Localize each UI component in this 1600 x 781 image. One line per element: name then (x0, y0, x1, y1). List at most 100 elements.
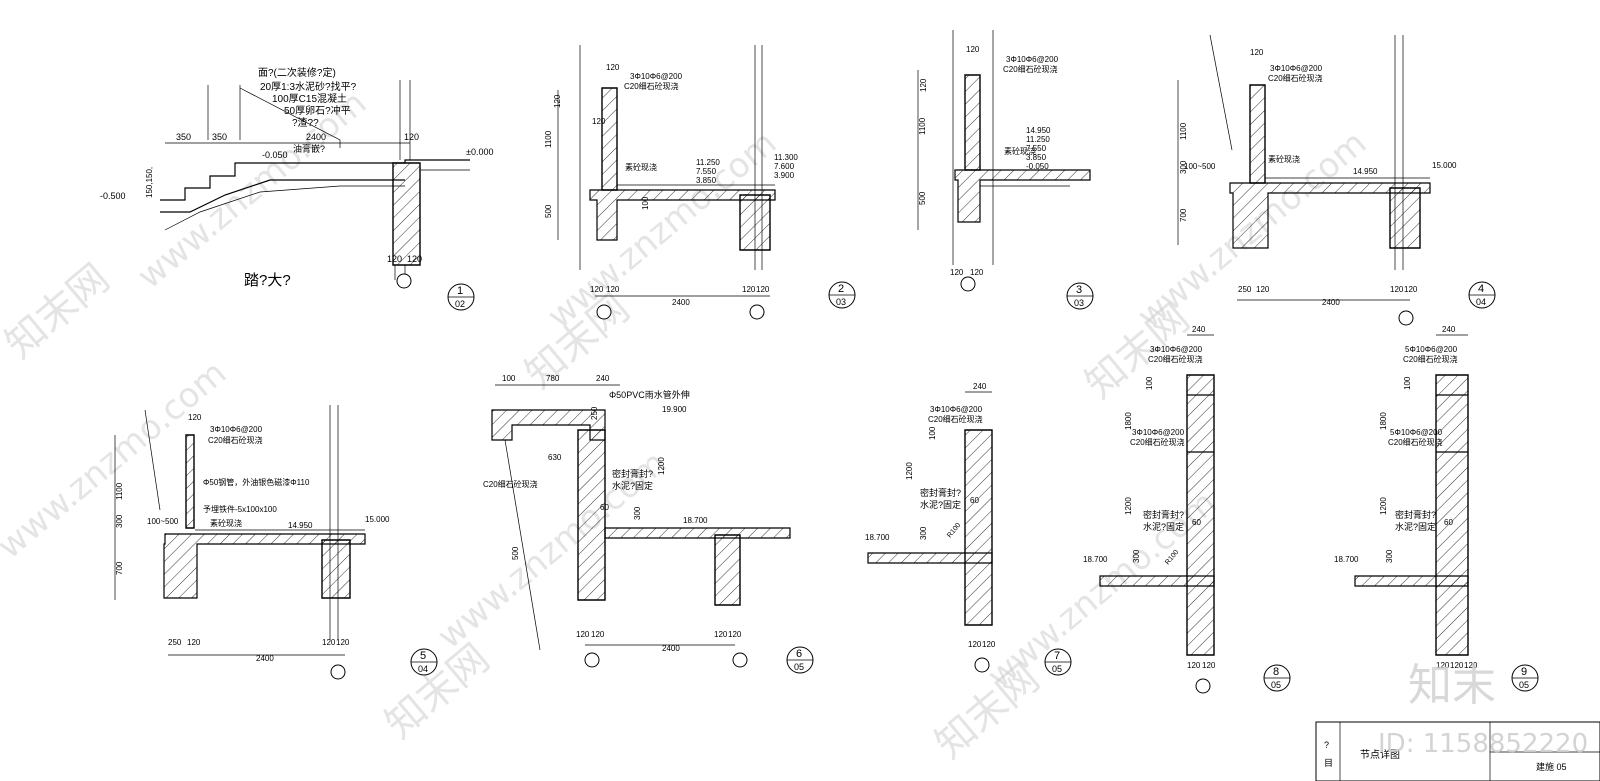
d2-index-num: 2 (838, 283, 844, 295)
d9-bottom-3: 120 (1464, 661, 1478, 670)
d8-concrete-b: C20细石砼现浇 (1130, 437, 1185, 447)
d1-note-2: 20厚1:3水泥砂?找平? (260, 80, 357, 93)
d7-seal-2: 水泥?固定 (920, 499, 961, 510)
d5-embed: 予埋铁件-5x100x100 (203, 504, 277, 514)
d3-concrete: C20细石砼现浇 (1003, 64, 1058, 74)
d7-index-sheet: 05 (1052, 664, 1062, 674)
detail-8-parapet: 240 3Φ10Φ6@200 C20细石砼现浇 100 1800 3Φ10Φ6@… (1083, 325, 1291, 694)
d8-dim-300: 300 (1132, 549, 1141, 563)
brand-id: ID: 1158852220 (1378, 729, 1588, 759)
detail-2-parapet: 120 3Φ10Φ6@200 C20细石砼现浇 1100 500 120 120… (544, 45, 856, 320)
d1-elev-a: -0.050 (262, 150, 288, 160)
d2-bottom-3: 120 (742, 285, 756, 294)
d6-dim-630: 630 (548, 453, 562, 462)
title-sheet: 建施 05 (1536, 761, 1567, 772)
d4-dim-300: 300 (1179, 160, 1188, 174)
d8-elev: 18.700 (1083, 555, 1108, 564)
d2-elev-a-1: 11.250 (696, 158, 720, 167)
d9-concrete-a: C20细石砼现浇 (1403, 354, 1458, 364)
brand-logo: 知末 (1408, 660, 1496, 711)
d3-rebar: 3Φ10Φ6@200 (1006, 55, 1059, 64)
d5-elev-b: 15.000 (365, 515, 390, 524)
d3-bottom-1: 120 (950, 268, 964, 277)
d3-dim-120b: 120 (919, 78, 928, 92)
d2-label-plain: 素砼现浇 (625, 162, 657, 172)
d5-dim-300: 300 (115, 514, 124, 528)
d2-elev-b-3: 3.900 (774, 171, 795, 180)
title-mark-a: ? (1324, 740, 1329, 750)
d8-concrete-a: C20细石砼现浇 (1148, 354, 1203, 364)
watermark-layer: www.znzmo.com www.znzmo.com www.znzmo.co… (0, 83, 1374, 768)
d8-dim-1800: 1800 (1124, 412, 1133, 430)
d1-note-4: 50厚卵石?冲平 (284, 104, 351, 117)
d7-r100: R100 (946, 522, 962, 539)
detail-6-gutter: 100 780 240 Φ50PVC雨水管外伸 19.900 250 630 C… (483, 374, 814, 674)
d9-dim-1200: 1200 (1379, 497, 1388, 515)
d6-dim-500: 500 (511, 546, 520, 560)
d1-index-num: 1 (457, 285, 463, 297)
d7-seal-1: 密封膏封? (920, 487, 961, 498)
d3-dim-500: 500 (918, 191, 927, 205)
d6-index-sheet: 05 (794, 662, 804, 672)
detail-4-parapet: 120 3Φ10Φ6@200 C20细石砼现浇 1100 300 700 100… (1177, 34, 1496, 326)
d3-elev-2: 11.250 (1026, 135, 1050, 144)
d6-pipe: Φ50PVC雨水管外伸 (609, 389, 690, 400)
d9-bottom-1: 120 (1436, 661, 1450, 670)
d5-bottom-3: 120 (322, 638, 336, 647)
d8-dim-100: 100 (1145, 376, 1154, 390)
d3-elev-1: 14.950 (1026, 126, 1051, 135)
d2-rebar: 3Φ10Φ6@200 (630, 72, 683, 81)
d6-top-1: 100 (502, 374, 516, 383)
d9-concrete-b: C20细石砼现浇 (1388, 437, 1443, 447)
d5-index-sheet: 04 (418, 664, 428, 674)
d3-elev-3: 7.550 (1026, 144, 1047, 153)
d6-dim-2400: 2400 (662, 644, 680, 653)
d1-caption: 踏?大? (244, 272, 291, 289)
d2-dim-2400: 2400 (672, 298, 690, 307)
d2-elev-b-2: 7.600 (774, 162, 795, 171)
d5-dim-120: 120 (188, 413, 202, 422)
d1-dim-120: 120 (404, 132, 419, 142)
d4-bottom-3: 120 (1390, 285, 1404, 294)
d4-dim-2400: 2400 (1322, 298, 1340, 307)
d6-top-2: 780 (546, 374, 560, 383)
d4-index-sheet: 04 (1476, 297, 1486, 307)
d4-concrete: C20细石砼现浇 (1268, 73, 1323, 83)
d4-dim-120: 120 (1250, 48, 1264, 57)
d2-dim-120: 120 (606, 63, 620, 72)
d8-bottom-2: 120 (1202, 661, 1216, 670)
d4-dim-700: 700 (1179, 208, 1188, 222)
d1-label-asphalt: 油膏嵌? (293, 143, 325, 154)
title-mark-b: 目 (1324, 758, 1333, 768)
d5-bottom-1: 250 (168, 638, 182, 647)
d1-dim-350a: 350 (176, 132, 191, 142)
d2-dim-120b: 120 (553, 94, 562, 108)
d6-bottom-4: 120 (728, 630, 742, 639)
d2-elev-a-2: 7.550 (696, 167, 717, 176)
d9-elev: 18.700 (1334, 555, 1359, 564)
d6-elev-a: 19.900 (662, 405, 687, 414)
d2-bottom-2: 120 (606, 285, 620, 294)
d8-dim-240: 240 (1192, 325, 1206, 334)
d7-rebar: 3Φ10Φ6@200 (930, 405, 983, 414)
d9-index-num: 9 (1521, 666, 1527, 678)
d9-rebar-a: 5Φ10Φ6@200 (1405, 345, 1458, 354)
d9-rebar-b: 5Φ10Φ6@200 (1390, 428, 1443, 437)
d4-dim-1100: 1100 (1179, 122, 1188, 140)
d9-seal-1: 密封膏封? (1395, 509, 1436, 520)
d8-dim-60: 60 (1192, 518, 1201, 527)
d4-label-plain: 素砼现浇 (1268, 154, 1300, 164)
d6-top-3: 240 (596, 374, 610, 383)
d9-dim-300: 300 (1385, 549, 1394, 563)
d4-bottom-2: 120 (1256, 285, 1270, 294)
d3-index-sheet: 03 (1074, 298, 1084, 308)
d5-concrete: C20细石砼现浇 (208, 435, 263, 445)
d5-dim-2400: 2400 (256, 654, 274, 663)
d5-bottom-2: 120 (187, 638, 201, 647)
d3-dim-120: 120 (966, 45, 980, 54)
d2-bottom-4: 120 (756, 285, 770, 294)
d6-bottom-3: 120 (714, 630, 728, 639)
d2-dim-120c: 120 (592, 117, 606, 126)
d5-dim-1100: 1100 (115, 482, 124, 500)
d1-dim-120b: 120 (387, 254, 402, 264)
